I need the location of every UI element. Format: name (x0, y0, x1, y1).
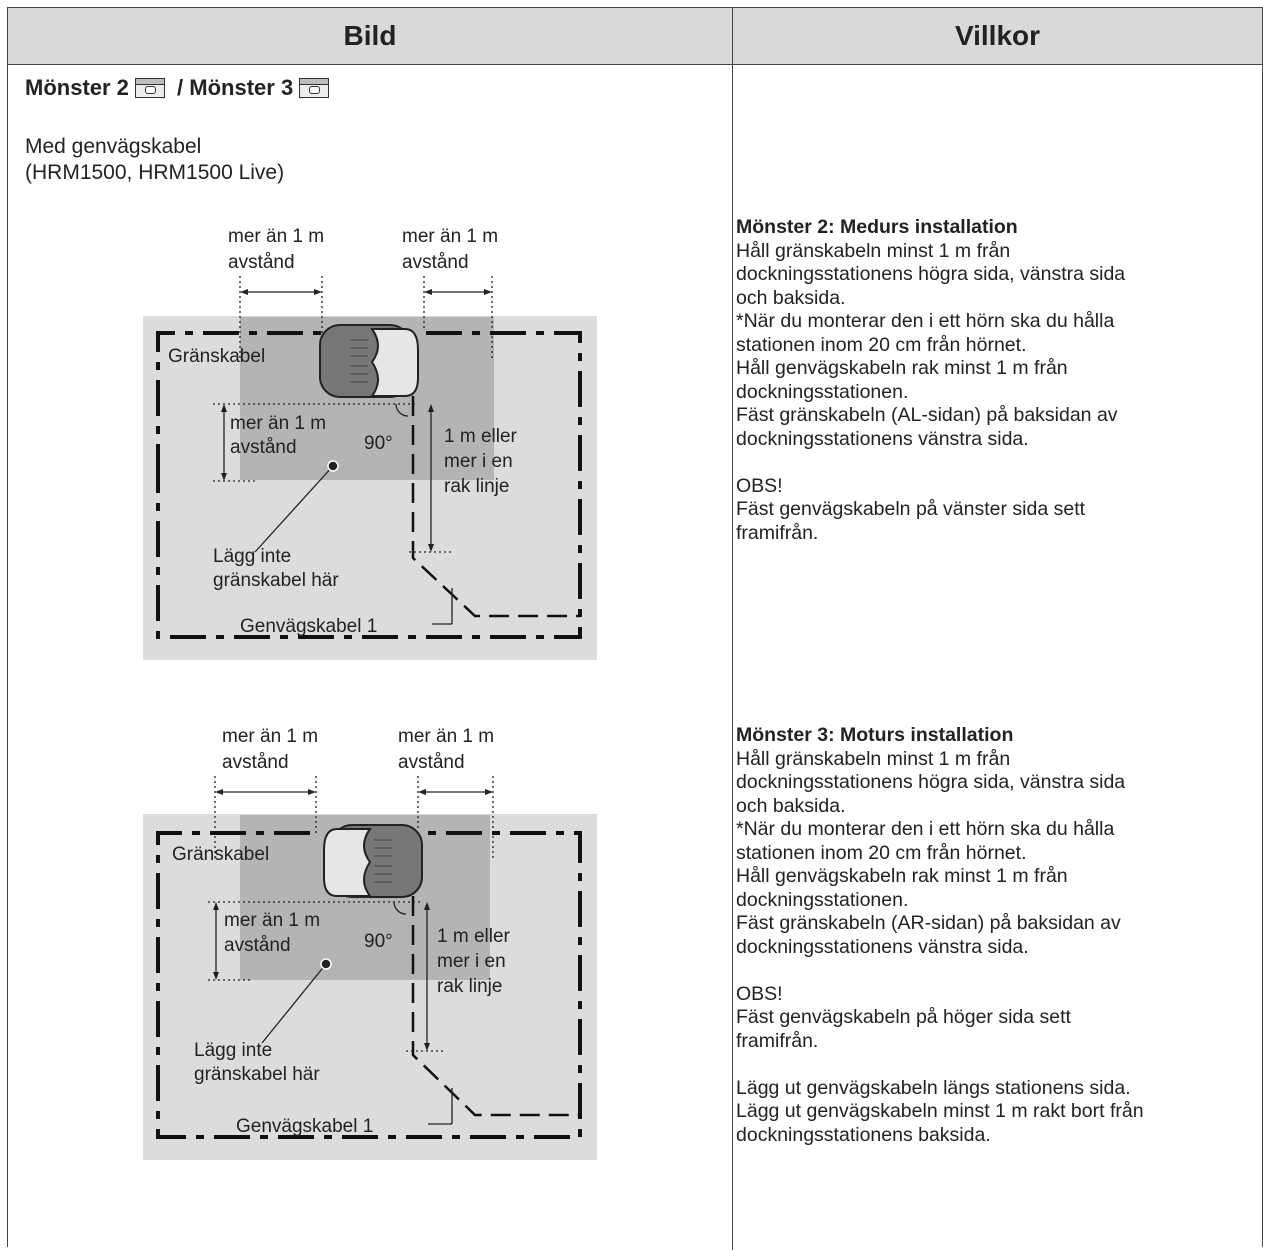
pattern-2-note-line: Fäst genvägskabeln på vänster sida sett (736, 498, 1086, 520)
pattern-3-extra-line: dockningsstationens baksida. (736, 1123, 991, 1146)
section-title: Mönster 2 / Mönster 3 (25, 75, 335, 101)
dist-label-left-1: mer än 1 m (222, 726, 318, 747)
straight-label-2: mer i en (444, 451, 513, 472)
docking-station-icon (319, 324, 419, 398)
pattern-3-line: Håll gränskabeln minst 1 m från (736, 747, 1011, 770)
header-villkor: Villkor (732, 8, 1262, 65)
pattern-2-line: Håll gränskabeln minst 1 m från (736, 239, 1011, 262)
boundary-cable-label: Gränskabel (168, 346, 265, 367)
dist-label-right-1: mer än 1 m (398, 726, 494, 747)
pattern-3-line: dockningsstationens högra sida, vänstra … (736, 771, 1126, 793)
subtitle-line-1: Med genvägskabel (25, 135, 202, 158)
pattern-2-line: Fäst gränskabeln (AL-sidan) på baksidan … (736, 404, 1118, 426)
dist-label-mid-1: mer än 1 m (224, 910, 320, 931)
pattern-3-line: Fäst gränskabeln (AR-sidan) på baksidan … (736, 912, 1121, 934)
pattern-3-diagram: mer än 1 m avstånd mer än 1 m avstånd (143, 726, 597, 1160)
pattern-2-line: stationen inom 20 cm från hörnet. (736, 333, 1027, 356)
pattern-2-line: dockningsstationens vänstra sida. (736, 427, 1029, 450)
title-pattern-2: Mönster 2 (25, 75, 129, 100)
title-pattern-3: Mönster 3 (189, 75, 294, 100)
subtitle-line-2: (HRM1500, HRM1500 Live) (25, 161, 285, 184)
pattern-2-note-heading: OBS! (736, 474, 783, 497)
pattern-2-note-line: framifrån. (736, 521, 819, 544)
pattern-3-conditions: Mönster 3: Moturs installation Håll grän… (736, 724, 1256, 1147)
straight-label-3: rak linje (444, 476, 509, 497)
pattern-3-line: stationen inom 20 cm från hörnet. (736, 841, 1027, 864)
dist-label-right-1: mer än 1 m (402, 226, 498, 247)
dist-label-left-2: avstånd (222, 752, 289, 773)
no-cable-label-1: Lägg inte (213, 546, 291, 567)
no-cable-label-1: Lägg inte (194, 1040, 272, 1061)
angle-label: 90° (364, 433, 393, 454)
pattern-3-line: Håll genvägskabeln rak minst 1 m från (736, 865, 1068, 887)
straight-label-1: 1 m eller (444, 426, 518, 447)
pattern-3-heading: Mönster 3: Moturs installation (736, 724, 1014, 746)
dist-label-right-2: avstånd (398, 752, 465, 773)
dist-label-mid-1: mer än 1 m (230, 413, 326, 434)
dist-label-left-2: avstånd (228, 252, 295, 273)
pattern-3-extra-line: Lägg ut genvägskabeln minst 1 m rakt bor… (736, 1100, 1144, 1122)
pattern-3-line: och baksida. (736, 794, 846, 817)
pattern-2-diagram: mer än 1 m avstånd mer än 1 m avstånd (143, 226, 597, 660)
angle-label: 90° (364, 931, 393, 952)
pattern-2-line: dockningsstationen. (736, 380, 909, 403)
pattern-2-line: dockningsstationens högra sida, vänstra … (736, 263, 1126, 285)
instruction-table: Bild Villkor (7, 7, 1263, 1250)
pattern-2-icon (134, 78, 165, 98)
title-separator: / (170, 75, 190, 100)
pattern-3-note-line: Fäst genvägskabeln på höger sida sett (736, 1006, 1071, 1028)
boundary-cable-label: Gränskabel (172, 844, 269, 865)
column-divider (732, 65, 733, 1250)
guide-cable-label: Genvägskabel 1 (236, 1116, 373, 1137)
pattern-3-note-line: framifrån. (736, 1029, 819, 1052)
dist-label-mid-2: avstånd (224, 935, 291, 956)
header-bild: Bild (8, 8, 732, 65)
no-cable-label-2: gränskabel här (194, 1064, 320, 1085)
pattern-2-heading: Mönster 2: Medurs installation (736, 216, 1018, 238)
dist-label-mid-2: avstånd (230, 437, 297, 458)
pattern-3-note-heading: OBS! (736, 982, 783, 1005)
pattern-3-line: *När du monterar den i ett hörn ska du h… (736, 818, 1115, 840)
pattern-3-extra-line: Lägg ut genvägskabeln längs stationens s… (736, 1076, 1131, 1099)
guide-cable-label: Genvägskabel 1 (240, 616, 377, 637)
spacer (736, 959, 1256, 983)
straight-label-1: 1 m eller (437, 926, 511, 947)
dist-label-right-2: avstånd (402, 252, 469, 273)
pattern-2-conditions: Mönster 2: Medurs installation Håll grän… (736, 216, 1256, 545)
dist-label-left-1: mer än 1 m (228, 226, 324, 247)
pattern-3-line: dockningsstationen. (736, 888, 909, 911)
straight-label-2: mer i en (437, 951, 506, 972)
pattern-3-line: dockningsstationens vänstra sida. (736, 935, 1029, 958)
straight-label-3: rak linje (437, 976, 502, 997)
pattern-2-line: och baksida. (736, 286, 846, 309)
pattern-2-line: Håll genvägskabeln rak minst 1 m från (736, 357, 1068, 379)
spacer (736, 1053, 1256, 1077)
pattern-3-icon (299, 78, 330, 98)
subtitle: Med genvägskabel (HRM1500, HRM1500 Live) (25, 134, 284, 186)
no-cable-label-2: gränskabel här (213, 570, 339, 591)
docking-station-icon (323, 824, 423, 898)
pattern-2-line: *När du monterar den i ett hörn ska du h… (736, 310, 1115, 332)
spacer (736, 451, 1256, 475)
